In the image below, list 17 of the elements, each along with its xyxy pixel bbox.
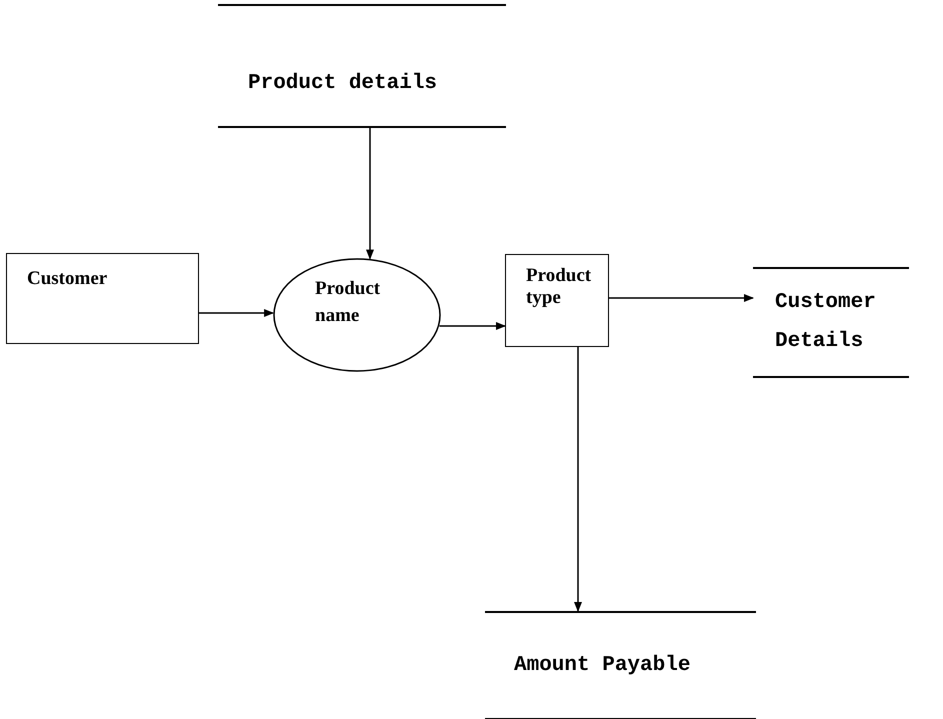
arrow bbox=[199, 309, 274, 317]
box-label: Customer bbox=[27, 268, 108, 290]
box-label: Product type bbox=[526, 265, 592, 309]
process-box bbox=[6, 253, 199, 344]
store-label: Amount Payable bbox=[514, 652, 692, 679]
data-store bbox=[753, 267, 909, 378]
arrow bbox=[609, 294, 754, 302]
arrow bbox=[439, 322, 506, 330]
arrow bbox=[574, 347, 582, 612]
ellipse-label: Product name bbox=[315, 277, 382, 328]
store-label: Customer Details bbox=[775, 290, 877, 356]
store-label: Product details bbox=[248, 71, 438, 97]
process-ellipse bbox=[273, 258, 441, 372]
data-store bbox=[485, 611, 756, 719]
data-store bbox=[218, 4, 506, 128]
arrow bbox=[366, 128, 374, 260]
process-box bbox=[505, 254, 609, 347]
